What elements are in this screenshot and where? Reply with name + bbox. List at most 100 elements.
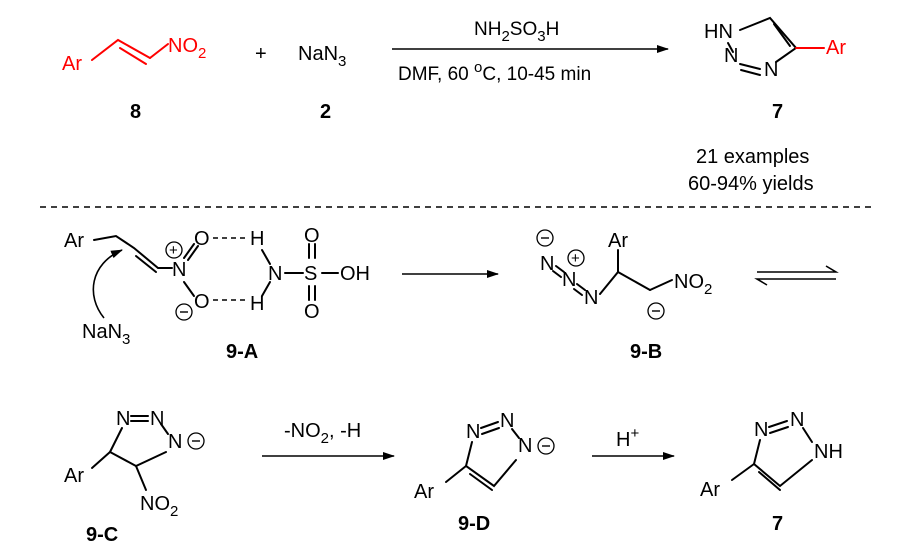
9a-s-o-top <box>308 243 316 259</box>
final-nh: NH <box>814 441 843 463</box>
triazole-ar: Ar <box>826 37 846 59</box>
final-n2-n3-bond <box>802 427 813 443</box>
vinyl-double-bond <box>119 47 147 65</box>
9a-hydroxyl: OH <box>340 263 370 285</box>
final-n2: N <box>790 409 804 431</box>
9d-n-n-double <box>480 421 500 435</box>
9b-plus-charge <box>567 249 585 267</box>
yield-range: 60-94% yields <box>688 173 814 195</box>
9a-n-plus: N <box>172 259 186 281</box>
9c-ar-bond <box>91 451 111 469</box>
final-ring-bonds <box>752 439 813 488</box>
plus-sign: + <box>255 43 267 65</box>
9b-n2-n3-bond <box>573 283 586 296</box>
9d-n3: N <box>518 435 532 457</box>
intermediate-9-b: N + N N Ar NO2 <box>536 229 712 320</box>
final-ar: Ar <box>700 479 720 501</box>
vinyl-bond <box>91 38 151 61</box>
9a-nh-bonds <box>261 249 271 297</box>
step-protonation-label: H+ <box>616 425 639 451</box>
compound-id-8: 8 <box>130 101 141 123</box>
9a-plus-sign: + <box>169 242 178 259</box>
triazole-n3: N <box>764 59 778 81</box>
9d-n2-n3-bond <box>511 428 520 439</box>
reaction-conditions: DMF, 60 oC, 10-45 min <box>398 59 591 85</box>
9d-ring-double <box>469 473 493 491</box>
triazole-7-final: N N NH Ar <box>700 409 843 501</box>
9b-chain <box>599 249 651 295</box>
triazole-nn-double <box>739 63 761 76</box>
compound-id-9-d: 9-D <box>458 513 490 535</box>
compound-id-9-a: 9-A <box>226 341 258 363</box>
reagent-sulfamic-acid: NH2SO3H <box>474 19 559 45</box>
nitroalkene-8: Ar NO2 <box>62 35 206 75</box>
compound-id-2: 2 <box>320 101 331 123</box>
triazole-hn: HN <box>704 21 733 43</box>
9a-s-o-top-label: O <box>304 225 320 247</box>
9b-plus-sign: + <box>571 250 580 267</box>
9a-nan3: NaN3 <box>82 321 130 348</box>
9a-curved-arrow <box>92 249 123 319</box>
final-ar-bond <box>731 463 755 481</box>
9a-n-o-single <box>183 281 195 297</box>
9d-ring-bonds <box>464 441 517 488</box>
step-cd-label: -NO2, -H <box>284 420 361 447</box>
final-ring-double <box>758 471 781 491</box>
equilibrium-forward <box>757 265 839 273</box>
triazole-n2: N <box>724 45 738 67</box>
compound-id-7-final: 7 <box>772 513 783 535</box>
equilibrium-reverse <box>754 278 836 286</box>
compound-id-7-top: 7 <box>772 101 783 123</box>
triazole-ring-bonds <box>739 16 798 63</box>
9b-n2: N <box>562 269 576 291</box>
9a-plus-charge <box>165 241 183 259</box>
compound-id-9-c: 9-C <box>86 524 118 546</box>
9c-n1: N <box>116 408 130 430</box>
9a-o-top: O <box>194 228 210 250</box>
9a-h-top: H <box>250 228 264 250</box>
9b-n1: N <box>540 253 554 275</box>
9a-n-o-double <box>183 243 199 261</box>
9b-c-n-bond <box>649 279 673 291</box>
reactant-ar: Ar <box>62 53 82 75</box>
c-n-bond <box>149 43 169 59</box>
9b-ar: Ar <box>608 230 628 252</box>
9a-double <box>135 255 157 273</box>
9a-n-amine: N <box>268 263 282 285</box>
intermediate-9-c: N N N Ar NO2 <box>64 408 205 520</box>
triazole-nn-bond <box>727 42 734 53</box>
9a-o-bottom: O <box>194 291 210 313</box>
9a-ar: Ar <box>64 230 84 252</box>
9a-s-o-bottom-label: O <box>304 301 320 323</box>
9c-n2-n3-bond <box>160 423 169 435</box>
compound-id-9-b: 9-B <box>630 341 662 363</box>
9c-c-no2-bond <box>135 465 147 491</box>
triazole-double-bond <box>773 23 791 47</box>
intermediate-9-d: N N N Ar <box>414 410 555 503</box>
9c-ring-bonds <box>108 427 167 468</box>
equilibrium-arrows <box>754 265 839 286</box>
9c-n-n-double <box>130 415 149 422</box>
9a-s-o-bottom <box>308 285 316 301</box>
9d-ar: Ar <box>414 481 434 503</box>
9b-n3: N <box>584 287 598 309</box>
9a-sulfur: S <box>304 263 317 285</box>
examples-count: 21 examples <box>696 146 809 168</box>
9c-ar: Ar <box>64 465 84 487</box>
9b-n1-n2-bond <box>552 265 565 278</box>
intermediate-9-a: Ar + N O O H H N S O O OH NaN3 <box>64 225 370 348</box>
sodium-azide: NaN3 <box>298 43 346 70</box>
9d-n1: N <box>466 421 480 443</box>
9b-no2: NO2 <box>674 271 712 298</box>
final-n-n-double <box>768 420 789 434</box>
reactant-no2: NO2 <box>168 35 206 62</box>
9c-n3: N <box>168 431 182 453</box>
9a-h-bottom: H <box>250 293 264 315</box>
9a-chain <box>93 234 173 269</box>
final-n1: N <box>754 419 768 441</box>
9d-ar-bond <box>445 465 467 483</box>
9d-n2: N <box>500 410 514 432</box>
triazole-7-top: HN N N Ar <box>704 16 846 81</box>
9c-no2: NO2 <box>140 493 178 520</box>
